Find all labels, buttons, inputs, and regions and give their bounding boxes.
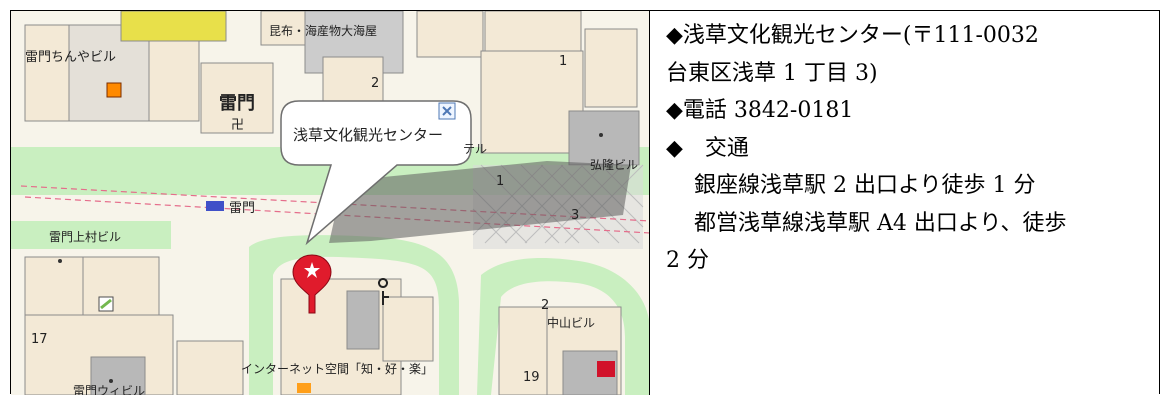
coffee-icon (297, 383, 311, 393)
lower-street-loop (249, 235, 459, 395)
building (24, 24, 70, 122)
building (416, 11, 484, 58)
info-line: 銀座線浅草駅 2 出口より徒歩 1 分 (694, 173, 1036, 198)
popup-close-icon-glyph (442, 106, 452, 116)
kombu-label: 昆布・海産物大海屋 (269, 23, 377, 38)
building (480, 50, 584, 154)
block-number-1: 1 (559, 54, 567, 69)
popup-shadow (329, 161, 631, 243)
block-number-17: 17 (31, 332, 48, 347)
block-number-19: 19 (523, 370, 540, 385)
location-pin-icon[interactable] (292, 254, 332, 314)
poi-icon (58, 259, 62, 263)
block-number-3-mid: 3 (571, 208, 579, 223)
building (484, 11, 582, 52)
block-number-1-mid: 1 (496, 174, 504, 189)
building (24, 256, 84, 316)
building (346, 290, 380, 350)
map-panel[interactable]: 浅草文化観光センター 昆布・海産物大海屋 雷門ちんやビル 雷門 卍 1 2 テル… (11, 11, 650, 395)
right-block-street (477, 258, 649, 395)
info-line: ◆浅草文化観光センター(〒111-0032 (666, 23, 1039, 48)
building (176, 340, 244, 395)
internet-space-label: インターネット空間「知・好・楽」 (241, 362, 433, 376)
building (382, 296, 434, 362)
building (584, 28, 638, 108)
map-popup[interactable] (280, 100, 472, 246)
info-line: 台東区浅草 1 丁目 3) (666, 60, 878, 86)
info-line: 都営浅草線浅草駅 A4 出口より、徒歩 (694, 210, 1067, 236)
kaminari-bottom-label: 雷門ウィビル (73, 384, 145, 395)
building (498, 306, 548, 395)
building (120, 11, 227, 42)
kouryuu-label: 弘隆ビル (590, 157, 638, 172)
hotel-label: テル (463, 142, 487, 156)
poi-icon (109, 379, 113, 383)
shop-icon (106, 82, 122, 98)
building (90, 356, 146, 395)
location-star-icon (304, 262, 320, 278)
page-layout: 浅草文化観光センター 昆布・海産物大海屋 雷門ちんやビル 雷門 卍 1 2 テル… (10, 10, 1160, 395)
building (260, 11, 306, 46)
building (82, 256, 160, 316)
info-panel: ◆浅草文化観光センター(〒111-0032 台東区浅草 1 丁目 3) ◆電話 … (651, 11, 1159, 395)
kaminarimon-title: 雷門 (219, 93, 255, 114)
block-number-2-low: 2 (541, 298, 549, 313)
station-label: 雷門 (229, 201, 255, 216)
map-svg[interactable]: 浅草文化観光センター 昆布・海産物大海屋 雷門ちんやビル 雷門 卍 1 2 テル… (11, 11, 650, 395)
info-line: ◆ 交通 (666, 135, 749, 161)
kaminarimon-temple-icon: 卍 (231, 118, 244, 133)
info-line: 2 分 (666, 248, 709, 273)
key-icon (378, 278, 389, 305)
building (568, 110, 640, 166)
lower-street-left (11, 221, 171, 249)
building (200, 62, 274, 134)
kaminari-uemura-label: 雷門上村ビル (49, 230, 121, 244)
popup-label: 浅草文化観光センター (293, 126, 443, 144)
restaurant-icon (597, 361, 615, 377)
block-number-2: 2 (371, 76, 379, 91)
kaminari-chinya-label: 雷門ちんやビル (25, 50, 116, 65)
station-icon (206, 201, 224, 211)
green-box-icon-glyph (100, 298, 112, 310)
info-line: ◆電話 3842-0181 (666, 98, 854, 123)
nakayama-label: 中山ビル (547, 315, 595, 330)
poi-icon (599, 133, 603, 137)
